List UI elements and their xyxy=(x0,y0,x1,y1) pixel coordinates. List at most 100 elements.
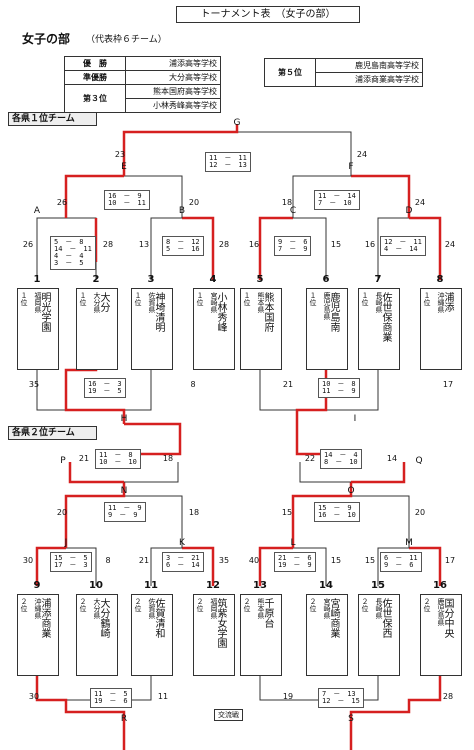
f-right-score: 24 xyxy=(414,198,426,207)
team-card xyxy=(420,288,462,370)
match-l-win xyxy=(258,546,293,586)
g-left-score: 23 xyxy=(114,150,126,159)
team-card xyxy=(240,288,282,370)
i-right-score: 17 xyxy=(442,380,454,389)
quota-note: （代表枠６チーム） xyxy=(86,35,167,45)
section-first-place: 各県１位チーム xyxy=(8,112,97,126)
team-number: 9 xyxy=(33,580,41,591)
team-school: 筑紫女学園 xyxy=(215,598,226,648)
team-prefecture: 福岡県 １位 xyxy=(20,292,42,313)
team-school: 明光学園 xyxy=(39,292,50,332)
node-b: B xyxy=(178,206,186,216)
team-school: 佐賀清和 xyxy=(153,598,164,638)
team-number: 5 xyxy=(256,274,264,285)
team-school: 佐世保西 xyxy=(380,598,391,638)
node-i: I xyxy=(353,414,357,424)
e-right-score: 20 xyxy=(188,198,200,207)
page-title: トーナメント表 （女子の部） xyxy=(176,6,360,23)
team-prefecture: 宮崎県 １位 xyxy=(196,292,218,313)
team-number: 7 xyxy=(374,274,382,285)
team-card xyxy=(193,288,235,370)
o-right-score: 20 xyxy=(414,508,426,517)
q-left-score: 22 xyxy=(304,454,316,463)
team-number: 10 xyxy=(89,580,103,591)
team-number: 8 xyxy=(436,274,444,285)
m-right-score: 17 xyxy=(444,556,456,565)
a-left-score: 26 xyxy=(22,240,34,249)
match-r-win xyxy=(35,668,126,750)
team-prefecture: 沖縄県 ２位 xyxy=(20,598,42,619)
team-card xyxy=(17,594,59,676)
node-a: A xyxy=(33,206,41,216)
g-right-score: 24 xyxy=(356,150,368,159)
match-f-win xyxy=(351,174,411,218)
c-right-score: 15 xyxy=(330,240,342,249)
team-card xyxy=(306,594,348,676)
e-left-score: 26 xyxy=(56,198,68,207)
team-school: 宮崎商業 xyxy=(328,598,339,638)
team-school: 小林秀峰 xyxy=(215,292,226,332)
section-second-place: 各県２位チーム xyxy=(8,426,97,440)
exchange-label: 交流戦 xyxy=(214,709,243,721)
match-m-win xyxy=(409,546,442,586)
match-j-win xyxy=(35,546,66,586)
node-g: G xyxy=(233,118,241,128)
e-set-scores: 16 － 9 10 － 11 xyxy=(104,190,150,210)
team-card xyxy=(358,594,400,676)
match-p-win xyxy=(68,462,124,484)
node-j: J xyxy=(64,538,68,548)
match-g-win xyxy=(122,124,239,176)
team-prefecture: 鹿児島県 ２位 xyxy=(423,598,445,626)
results-table: 優 勝浦添高等学校 準優勝大分高等学校 第３位熊本国府高等学校 小林秀峰高等学校 xyxy=(64,56,221,113)
team-school: 浦添 xyxy=(442,292,453,312)
team-number: 13 xyxy=(253,580,267,591)
team-school: 浦添商業 xyxy=(39,598,50,638)
k-right-score: 35 xyxy=(218,556,230,565)
match-c-win xyxy=(258,216,293,280)
team-school: 鹿児島南 xyxy=(328,292,339,332)
m-left-score: 15 xyxy=(364,556,376,565)
l-left-score: 40 xyxy=(248,556,260,565)
team-school: 佐世保商業 xyxy=(380,292,391,342)
r-left-score: 30 xyxy=(28,692,40,701)
node-c: C xyxy=(289,206,297,216)
a-right-score: 28 xyxy=(102,240,114,249)
node-s: S xyxy=(348,714,354,724)
team-number: 12 xyxy=(206,580,220,591)
j-right-score: 8 xyxy=(105,556,111,565)
i-set-scores: 10 － 8 11 － 9 xyxy=(318,378,360,398)
o-set-scores: 15 － 9 16 － 10 xyxy=(314,502,360,522)
match-q-win xyxy=(351,462,406,484)
k-left-score: 21 xyxy=(138,556,150,565)
team-school: 大分鶴崎 xyxy=(98,598,109,638)
team-card xyxy=(131,594,173,676)
node-m: M xyxy=(405,538,413,548)
team-prefecture: 熊本県 ２位 xyxy=(243,598,265,619)
node-k: K xyxy=(179,538,185,548)
h-left-score: 35 xyxy=(28,380,40,389)
n-right-score: 18 xyxy=(188,508,200,517)
j-left-score: 30 xyxy=(22,556,34,565)
team-prefecture: 佐賀県 １位 xyxy=(134,292,156,313)
node-p: P xyxy=(60,456,66,466)
team-school: 千原台 xyxy=(262,598,273,628)
b-set-scores: 8 － 12 5 － 16 xyxy=(162,236,204,256)
team-card xyxy=(420,594,462,676)
m-set-scores: 6 － 11 9 － 6 xyxy=(380,552,422,572)
match-e-win xyxy=(64,174,124,218)
fifth-value-2: 浦添商業高等学校 xyxy=(315,72,423,87)
k-set-scores: 3 － 21 6 － 14 xyxy=(162,552,204,572)
team-number: 2 xyxy=(92,274,100,285)
p-set-scores: 11 － 8 10 － 10 xyxy=(95,449,141,469)
s-left-score: 19 xyxy=(282,692,294,701)
match-b-win xyxy=(182,216,215,280)
team-prefecture: 長崎県 ２位 xyxy=(361,598,383,619)
c-set-scores: 9 － 6 7 － 9 xyxy=(274,236,312,256)
third-value-2: 小林秀峰高等学校 xyxy=(125,98,221,113)
node-r: R xyxy=(120,714,128,724)
team-card xyxy=(193,594,235,676)
team-prefecture: 鹿児島県 １位 xyxy=(309,292,331,320)
team-prefecture: 佐賀県 ２位 xyxy=(134,598,156,619)
team-number: 15 xyxy=(371,580,385,591)
